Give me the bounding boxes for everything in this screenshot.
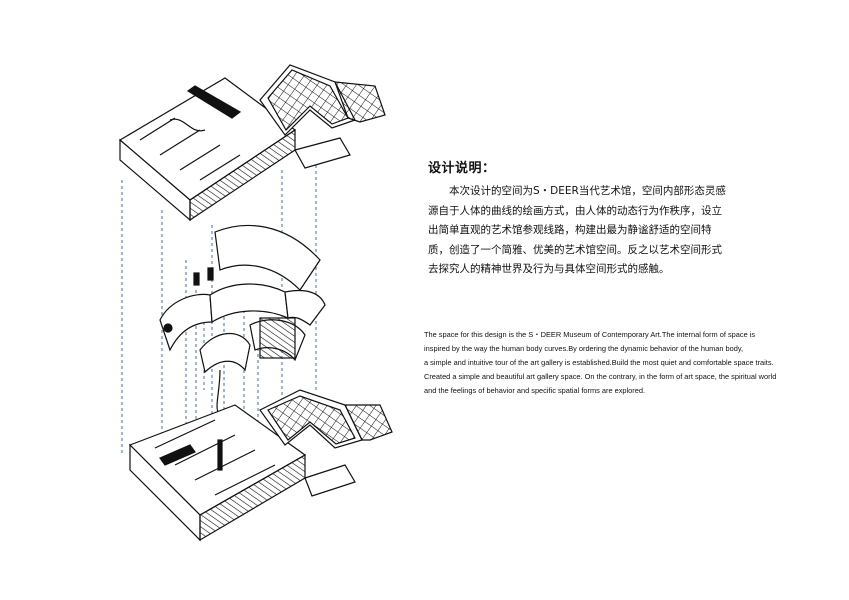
english-line: inspired by the way the human body curve… xyxy=(424,344,744,353)
english-line: The space for this design is the S・DEER … xyxy=(424,330,756,339)
projection-lines xyxy=(121,165,317,470)
english-line: and the feelings of behavior and specifi… xyxy=(424,386,646,395)
design-description-chinese: 本次设计的空间为S・DEER当代艺术馆，空间内部形态灵感源自于人体的曲线的绘画方… xyxy=(428,185,726,275)
upper-floor-model xyxy=(118,64,386,222)
design-description-english: The space for this design is the S・DEER … xyxy=(424,328,777,398)
english-line: Created a simple and beautiful art galle… xyxy=(424,372,777,381)
design-description-title: 设计说明： xyxy=(428,161,496,176)
english-line: a simple and intuitive tour of the art g… xyxy=(424,358,774,367)
exploded-axonometric-diagram xyxy=(118,64,393,542)
middle-curved-partitions xyxy=(159,224,326,413)
lower-floor-model xyxy=(128,389,393,542)
